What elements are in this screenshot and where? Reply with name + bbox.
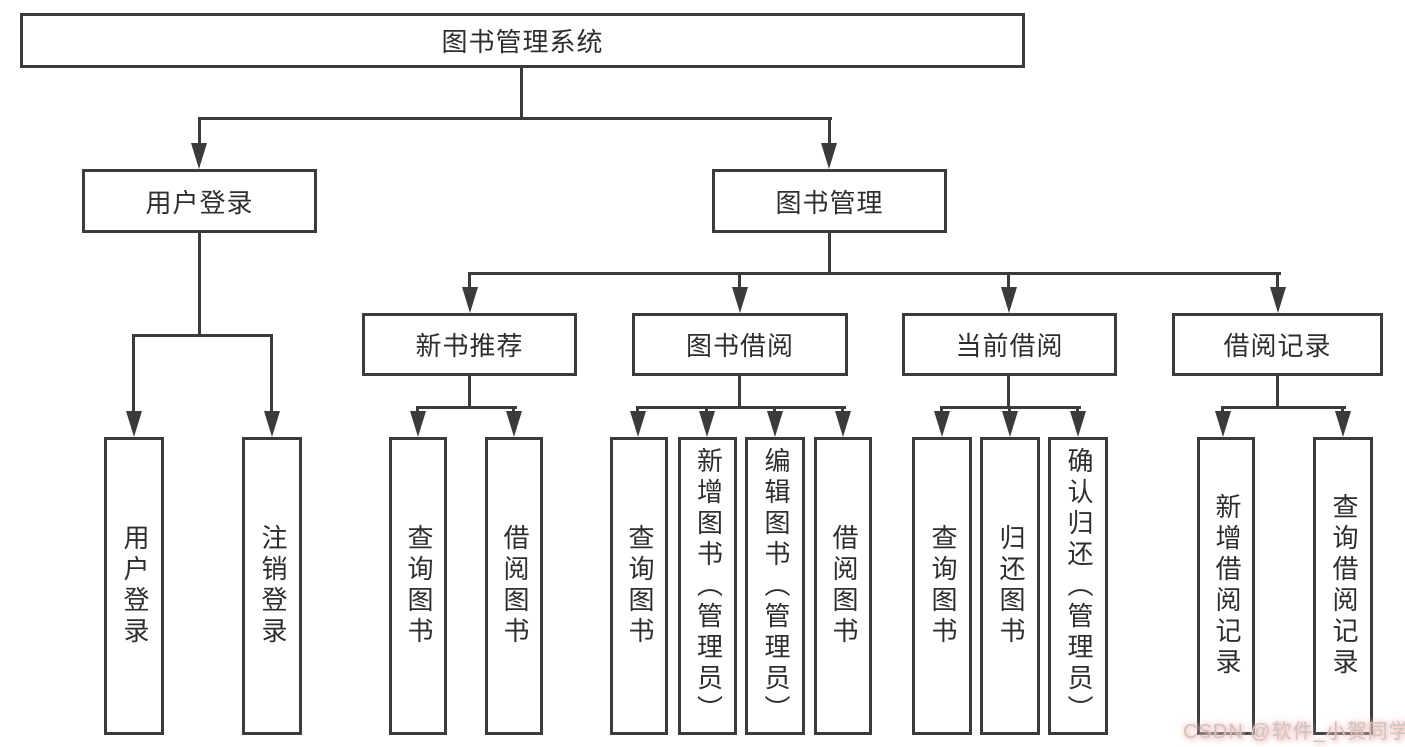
connector-line — [198, 117, 201, 148]
node-current-borrow-label: 当前借阅 — [955, 331, 1064, 361]
leaf-query-books-current: 查询图书 — [912, 437, 972, 735]
leaf-return-book: 归还图书 — [980, 437, 1040, 735]
connector-line — [738, 272, 741, 294]
connector-line — [416, 406, 517, 409]
arrow-down-icon — [934, 411, 950, 437]
connector-line — [828, 117, 831, 148]
connector-line — [132, 334, 135, 416]
node-current-borrow: 当前借阅 — [902, 313, 1117, 376]
leaf-query-books-recommend-label: 查询图书 — [403, 524, 434, 648]
leaf-add-book-admin-label: 新增图书（管理员） — [693, 446, 724, 726]
arrow-down-icon — [1001, 287, 1017, 313]
arrow-down-icon — [1070, 411, 1086, 437]
connector-line — [828, 231, 831, 275]
node-borrow-records-label: 借阅记录 — [1223, 331, 1332, 361]
arrow-down-icon — [821, 143, 837, 169]
arrow-down-icon — [462, 287, 478, 313]
csdn-watermark: CSDN @软件_小贺同学 — [1183, 721, 1405, 743]
connector-line — [132, 334, 273, 337]
arrow-down-icon — [191, 143, 207, 169]
leaf-borrow-books: 借阅图书 — [814, 437, 872, 735]
leaf-borrow-books-label: 借阅图书 — [828, 524, 859, 648]
leaf-query-books-borrow: 查询图书 — [610, 437, 668, 735]
leaf-logout-label: 注销登录 — [257, 524, 288, 648]
leaf-add-borrow-record: 新增借阅记录 — [1197, 437, 1255, 735]
node-user-login-label: 用户登录 — [145, 187, 254, 218]
arrow-down-icon — [1335, 411, 1351, 437]
arrow-down-icon — [1002, 411, 1018, 437]
arrow-down-icon — [835, 411, 851, 437]
leaf-borrow-books-recommend: 借阅图书 — [485, 437, 543, 735]
node-book-management: 图书管理 — [712, 169, 947, 233]
leaf-user-login-label: 用户登录 — [119, 524, 150, 648]
leaf-confirm-return-admin-label: 确认归还（管理员） — [1063, 446, 1094, 726]
leaf-edit-book-admin: 编辑图书（管理员） — [745, 437, 805, 735]
leaf-confirm-return-admin: 确认归还（管理员） — [1048, 437, 1108, 735]
arrow-down-icon — [410, 411, 426, 437]
connector-line — [468, 374, 471, 409]
leaf-logout: 注销登录 — [242, 437, 302, 735]
node-borrow-records: 借阅记录 — [1172, 313, 1383, 376]
arrow-down-icon — [699, 411, 715, 437]
connector-line — [520, 66, 523, 119]
connector-line — [1007, 374, 1010, 409]
connector-line — [468, 272, 1281, 275]
leaf-add-book-admin: 新增图书（管理员） — [678, 437, 737, 735]
node-new-book-recommend: 新书推荐 — [362, 313, 577, 376]
connector-line — [1276, 374, 1279, 409]
node-root-label: 图书管理系统 — [441, 27, 604, 57]
arrow-down-icon — [126, 411, 142, 437]
arrow-down-icon — [1270, 287, 1286, 313]
connector-line — [1221, 406, 1346, 409]
leaf-query-books-current-label: 查询图书 — [927, 524, 958, 648]
leaf-query-borrow-record: 查询借阅记录 — [1313, 437, 1373, 735]
node-book-borrow-label: 图书借阅 — [685, 331, 794, 361]
connector-line — [468, 272, 471, 294]
arrow-down-icon — [767, 411, 783, 437]
connector-line — [738, 374, 741, 409]
connector-line — [1007, 272, 1010, 294]
leaf-return-book-label: 归还图书 — [995, 524, 1026, 648]
node-book-management-label: 图书管理 — [775, 187, 884, 218]
connector-line — [198, 231, 201, 337]
connector-line — [270, 334, 273, 416]
leaf-borrow-books-recommend-label: 借阅图书 — [499, 524, 530, 648]
leaf-user-login: 用户登录 — [104, 437, 164, 735]
connector-line — [198, 117, 832, 120]
leaf-query-books-borrow-label: 查询图书 — [624, 524, 655, 648]
arrow-down-icon — [1215, 411, 1231, 437]
arrow-down-icon — [732, 287, 748, 313]
connector-line — [1276, 272, 1279, 294]
arrow-down-icon — [630, 411, 646, 437]
node-root: 图书管理系统 — [20, 13, 1025, 68]
leaf-add-borrow-record-label: 新增借阅记录 — [1211, 493, 1242, 679]
arrow-down-icon — [264, 411, 280, 437]
node-new-book-recommend-label: 新书推荐 — [415, 331, 524, 361]
node-user-login: 用户登录 — [82, 169, 317, 233]
connector-line — [636, 406, 846, 409]
leaf-edit-book-admin-label: 编辑图书（管理员） — [760, 446, 791, 726]
leaf-query-books-recommend: 查询图书 — [389, 437, 447, 735]
arrow-down-icon — [506, 411, 522, 437]
leaf-query-borrow-record-label: 查询借阅记录 — [1328, 493, 1359, 679]
node-book-borrow: 图书借阅 — [632, 313, 848, 376]
